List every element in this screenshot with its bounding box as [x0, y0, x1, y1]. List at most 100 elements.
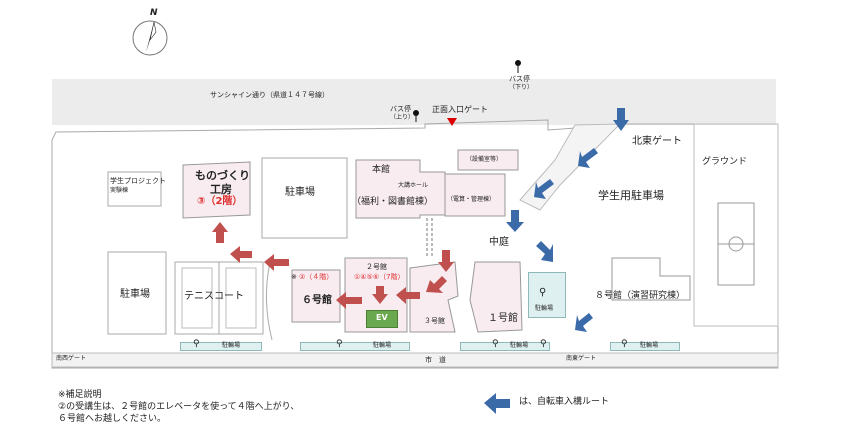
campus-boundary: [51, 119, 779, 369]
student-project-outline: [107, 171, 162, 207]
ground-area: [693, 123, 779, 327]
red-arrow-down-corridor: [438, 250, 454, 272]
red-route-arrows: [212, 222, 454, 309]
bus-stop-up-sub: （上り）: [390, 114, 415, 121]
bus-stop-down-label: バス停: [509, 75, 530, 83]
building-6-outline: [291, 269, 341, 323]
building-2-title: ２号館: [366, 263, 387, 271]
blue-arrow-6: [575, 313, 593, 332]
building-3-outline: [409, 261, 459, 333]
building-8-outline: [611, 257, 691, 301]
courtyard-label: 中庭: [489, 237, 509, 248]
elevator-box: [366, 310, 398, 328]
student-parking-label: 学生用駐車場: [598, 189, 664, 202]
red-arrow-diag: [426, 276, 447, 293]
red-arrow-left-2: [264, 254, 289, 271]
parking-center-outline: [261, 157, 348, 239]
city-road-label: 市 道: [425, 356, 446, 364]
blue-arrow-2: [578, 148, 598, 168]
elevator-label: EV: [376, 313, 388, 322]
red-arrow-left-2b: [396, 287, 420, 304]
denki-label: （電算・管理棟）: [447, 196, 496, 203]
bus-stop-down-sub: （下り）: [509, 84, 534, 91]
building-1-outline: [469, 261, 523, 333]
building-6-note: ②（４階）: [299, 273, 334, 281]
bus-stop-down-icon: [515, 60, 521, 66]
student-project-label-1: 学生プロジェクト: [110, 177, 166, 185]
sunshine-road: [52, 79, 776, 125]
bus-stop-up-label: バス停: [390, 105, 411, 113]
red-arrow-up-monozukuri: [212, 222, 228, 243]
legend-blue-arrow: [484, 393, 510, 414]
main-gate-marker: [447, 118, 457, 126]
compass-north-label: N: [150, 8, 158, 18]
bicycle-icon: ⚲: [540, 339, 547, 349]
bike-lot-1: [180, 342, 262, 351]
student-project-label-2: 実験棟: [110, 187, 129, 194]
building-2-note: ①④⑤⑥（7階）: [354, 273, 405, 281]
bike-lot-4: [610, 342, 680, 351]
main-gate-label: 正面入口ゲート: [432, 105, 488, 114]
northeast-gate-label: 北東ゲート: [632, 136, 682, 147]
parking-west-outline: [107, 251, 167, 335]
bike-lot-label-3: 駐輪場: [510, 342, 529, 349]
building-1-label: １号館: [488, 313, 518, 324]
blue-bike-arrows: [484, 108, 629, 414]
building-3-label: ３号館: [424, 317, 445, 325]
setsubi-label: （設備室等）: [466, 156, 503, 163]
honkan-outline: [355, 159, 446, 219]
bicycle-icon: ⚲: [492, 339, 499, 349]
red-arrow-left-6: [336, 292, 362, 309]
blue-arrow-4: [506, 210, 524, 232]
bicycle-icon: ⚲: [193, 339, 200, 349]
building-8-label: ８号館（演習研究棟）: [595, 291, 686, 301]
blue-arrow-3: [534, 179, 554, 199]
tennis-court-left: [181, 267, 213, 329]
bike-lot-courtyard: [528, 272, 566, 318]
note-line-1: ②の受講生は、２号館のエレベータを使って４階へ上がり、: [58, 402, 300, 412]
bike-lot-label-1: 駐輪場: [222, 342, 241, 349]
tennis-court-right: [225, 267, 257, 329]
note-line-2: ６号館へお越しください。: [58, 414, 167, 424]
bus-stop-up-icon: [413, 110, 419, 116]
legend-bike-route: は、自転車入構ルート: [519, 397, 610, 407]
red-arrow-down-2: [372, 286, 388, 304]
compass-needle-dark: [146, 22, 154, 52]
tennis-court-label: テニスコート: [184, 291, 244, 302]
monozukuri-label-2: 工房: [210, 183, 232, 196]
monozukuri-label-1: ものづくり: [195, 169, 250, 182]
ground-label: グラウンド: [702, 157, 748, 167]
honkan-hall: 大講ホール: [398, 182, 429, 189]
honkan-sub: （福利・図書館棟）: [352, 197, 434, 207]
blue-arrow-1: [613, 108, 629, 131]
bike-lot-label-courtyard: 駐輪場: [535, 305, 554, 312]
red-arrow-left-1: [230, 246, 252, 263]
bike-lot-3: [460, 342, 550, 351]
bike-lot-2: [300, 342, 410, 351]
bicycle-icon: ⚲: [336, 339, 343, 349]
building-6-title: ６号館: [302, 295, 332, 306]
honkan-title: 本館: [372, 165, 391, 175]
setsubi-outline: [457, 149, 519, 171]
building-6-note-prefix: ※: [291, 273, 297, 281]
city-road: [51, 352, 779, 368]
parking-center-label: 駐車場: [285, 187, 315, 198]
bus-stop-pins: [413, 60, 521, 122]
parking-west-label: 駐車場: [120, 289, 150, 300]
bike-lot-label-2: 駐輪場: [373, 342, 392, 349]
monozukuri-outline: [182, 161, 251, 219]
southwest-gate-label: 南西ゲート: [56, 355, 87, 362]
denki-outline: [444, 173, 506, 217]
monozukuri-note: ③（2階）: [197, 196, 243, 207]
curved-path: [265, 261, 273, 341]
note-title: ※補足説明: [58, 390, 102, 400]
blue-arrow-5: [536, 241, 553, 262]
bike-lot-label-4: 駐輪場: [640, 342, 659, 349]
compass: [132, 20, 168, 56]
southeast-gate-label: 南東ゲート: [566, 355, 597, 362]
bicycle-icon: ⚲: [621, 339, 628, 349]
compass-needle-light: [149, 21, 157, 41]
bicycle-icon: ⚲: [539, 287, 547, 298]
sunshine-road-label: サンシャイン通り（県道１４７号線）: [210, 91, 329, 99]
